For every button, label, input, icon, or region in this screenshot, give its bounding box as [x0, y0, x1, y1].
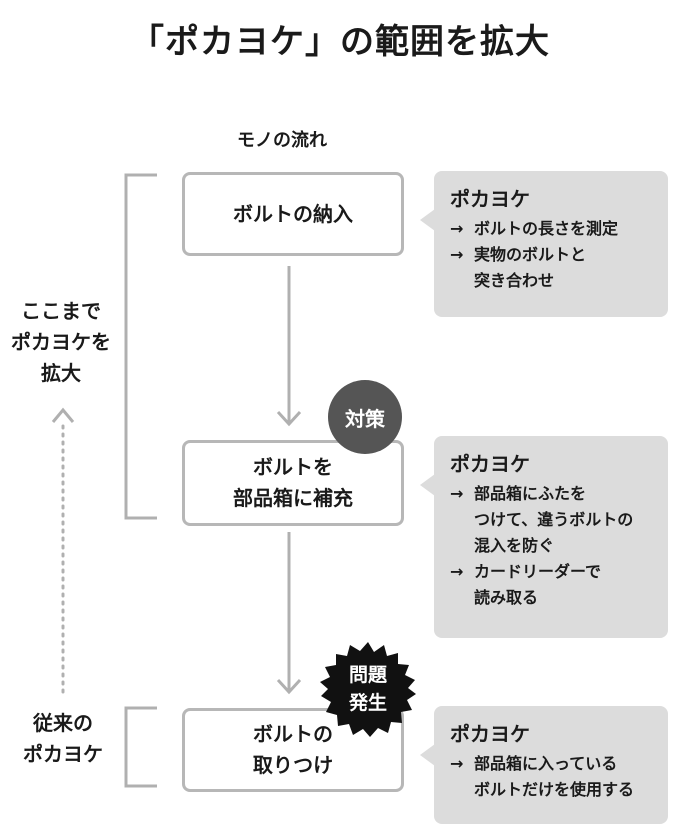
callout-delivery: ポカヨケ →ボルトの長さを測定 →実物のボルトと 突き合わせ	[420, 171, 668, 317]
flow-arrow-2-head	[276, 678, 302, 695]
expansion-arrowhead	[51, 407, 75, 423]
arrow-right-icon: →	[450, 244, 464, 264]
flow-arrow-1-head	[276, 410, 302, 427]
problem-badge: 問題 発生	[320, 642, 416, 738]
callout-item: →実物のボルトと 突き合わせ	[450, 242, 654, 294]
callout-item: →カードリーダーで 読み取る	[450, 559, 654, 611]
page-title: 「ポカヨケ」の範囲を拡大	[130, 22, 550, 62]
flow-label: モノの流れ	[237, 130, 327, 151]
callout-item: →部品箱にふたを つけて、違うボルトの 混入を防ぐ	[450, 481, 654, 559]
callout-install: ポカヨケ →部品箱に入っている ボルトだけを使用する	[420, 706, 668, 824]
step-bolt-delivery: ボルトの納入	[182, 172, 404, 256]
burst-shape	[320, 642, 416, 737]
expanded-range-bracket	[124, 173, 157, 520]
callout-tail	[420, 744, 435, 766]
arrow-right-icon: →	[450, 754, 464, 773]
callout-item: →ボルトの長さを測定	[450, 216, 654, 242]
arrow-right-icon: →	[450, 219, 464, 238]
callout-heading: ポカヨケ	[450, 452, 530, 476]
callout-refill: ポカヨケ →部品箱にふたを つけて、違うボルトの 混入を防ぐ →カードリーダーで…	[420, 436, 668, 638]
expanded-range-label: ここまで ポカヨケを 拡大	[11, 299, 111, 385]
arrow-right-icon: →	[450, 484, 464, 503]
step-refill-parts-box: ボルトを 部品箱に補充	[182, 440, 404, 526]
callout-item: →部品箱に入っている ボルトだけを使用する	[450, 751, 654, 803]
arrow-right-icon: →	[450, 561, 464, 581]
callout-heading: ポカヨケ	[450, 722, 530, 746]
conventional-range-bracket	[124, 706, 157, 788]
callout-tail	[420, 474, 435, 496]
conventional-range-label: 従来の ポカヨケ	[23, 711, 103, 766]
callout-heading: ポカヨケ	[450, 187, 530, 211]
callout-tail	[420, 209, 435, 231]
problem-badge-label: 問題 発生	[348, 664, 387, 714]
countermeasure-badge: 対策	[328, 380, 402, 454]
